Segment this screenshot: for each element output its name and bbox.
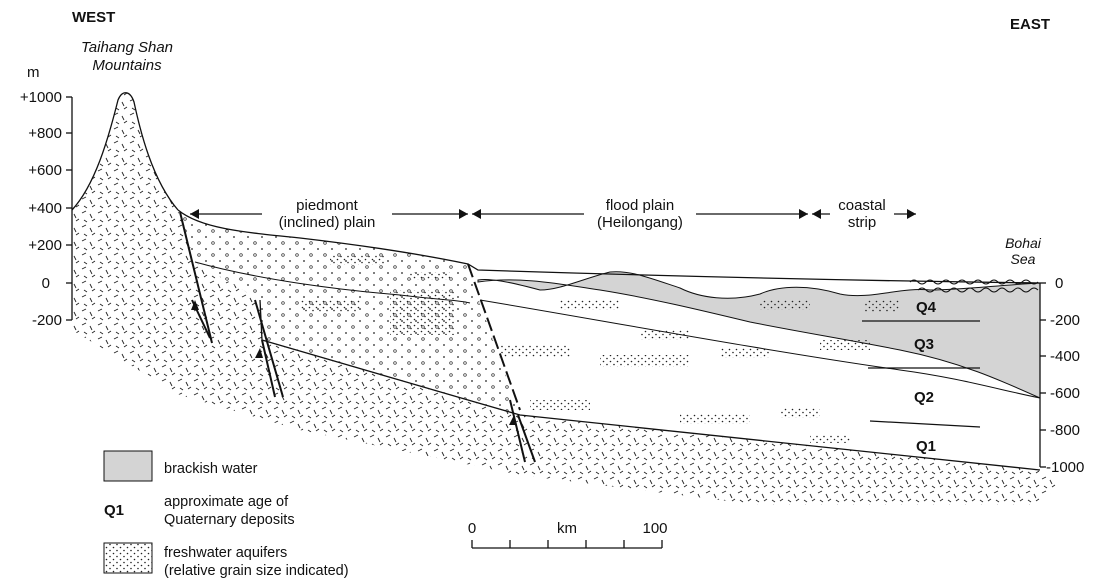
fault-line: [467, 263, 521, 411]
aquifer-lens: [410, 272, 450, 280]
aquifer-lens: [810, 435, 850, 443]
aquifer-lens: [390, 290, 455, 335]
land-surface: [177, 209, 1041, 284]
fault-line: [517, 414, 536, 463]
legend-age-line1: approximate age of: [164, 494, 289, 510]
piedmont-layer-boundary: [194, 261, 471, 304]
right-axis-tick: -200: [1050, 312, 1080, 329]
legend-fresh-line2: (relative grain size indicated): [164, 563, 349, 579]
coastal-strip-label-line2: strip: [848, 214, 876, 231]
left-axis-tick: +200: [28, 237, 62, 254]
aquifer-lens: [500, 345, 570, 357]
basin-layer-boundary: [479, 299, 1041, 399]
flood-plain-label-line1: flood plain: [606, 197, 674, 214]
right-depth-axis: 0 -200 -400 -600 -800 -1000: [1039, 275, 1084, 476]
west-label: WEST: [72, 9, 115, 26]
legend-fresh-swatch: [103, 542, 153, 574]
right-axis-tick: 0: [1055, 275, 1063, 292]
region-flood-plain: flood plain (Heilongang): [472, 196, 808, 231]
left-axis-tick: +400: [28, 200, 62, 217]
scale-unit: km: [557, 520, 577, 537]
scale-bar: 0 km 100: [468, 520, 668, 549]
aquifer-lens: [760, 300, 810, 310]
left-axis-unit: m: [27, 64, 40, 81]
right-axis-tick: -400: [1050, 348, 1080, 365]
legend-age-symbol: Q1: [104, 502, 124, 519]
sea-surface-waves: [909, 279, 1039, 285]
legend-fresh-line1: freshwater aquifers: [164, 545, 287, 561]
age-label-q1: Q1: [916, 438, 936, 455]
legend: brackish water Q1 approximate age of Qua…: [103, 450, 349, 579]
sea-surface-waves: [917, 287, 1039, 293]
fault-arrow-up: [255, 348, 263, 358]
aquifer-lens: [820, 340, 870, 350]
piedmont-label-line1: piedmont: [296, 197, 359, 214]
faults: [179, 211, 536, 463]
scale-start: 0: [468, 520, 476, 537]
left-axis-tick: +1000: [20, 89, 62, 106]
aquifer-lens: [330, 255, 385, 265]
fault-arrow-up: [509, 415, 517, 425]
basement-rock: [72, 92, 1060, 505]
aquifer-lens: [600, 355, 690, 367]
right-axis-tick: -1000: [1046, 459, 1084, 476]
aquifer-lens: [680, 414, 750, 424]
fault-arrow-up: [191, 300, 199, 310]
left-elevation-axis: m +1000 +800 +600 +400 +200 0 -200: [20, 64, 73, 329]
age-label-q4: Q4: [916, 299, 937, 316]
legend-age-line2: Quaternary deposits: [164, 512, 295, 528]
left-axis-tick: +800: [28, 125, 62, 142]
scale-end: 100: [642, 520, 667, 537]
right-axis-tick: -800: [1050, 422, 1080, 439]
coastal-strip-label-line1: coastal: [838, 197, 886, 214]
age-label-q2: Q2: [914, 389, 934, 406]
left-axis-tick: 0: [42, 275, 50, 292]
region-piedmont: piedmont (inclined) plain: [190, 196, 468, 231]
mountain-outline: [71, 92, 179, 211]
aquifer-lens: [300, 300, 360, 312]
piedmont-label-line2: (inclined) plain: [279, 214, 376, 231]
aquifer-lens: [560, 300, 620, 310]
legend-brackish-label: brackish water: [164, 461, 258, 477]
aquifer-lens: [865, 300, 900, 312]
aquifer-lens: [780, 408, 820, 418]
flood-plain-label-line2: (Heilongang): [597, 214, 683, 231]
basement-top: [259, 299, 1041, 471]
mountains-label-line2: Mountains: [92, 57, 162, 74]
sea-label-line1: Bohai: [1005, 235, 1042, 251]
east-label: EAST: [1010, 16, 1050, 33]
piedmont-sediments: [178, 210, 520, 415]
age-division-line: [869, 420, 981, 428]
right-axis-tick: -600: [1050, 385, 1080, 402]
age-label-q3: Q3: [914, 336, 934, 353]
freshwater-aquifer-lenses: [300, 255, 900, 443]
aquifer-lens: [530, 400, 590, 410]
left-axis-tick: +600: [28, 162, 62, 179]
left-axis-tick: -200: [32, 312, 62, 329]
fault-line: [254, 299, 284, 398]
aquifer-lens: [720, 348, 770, 358]
legend-brackish-swatch: [103, 450, 153, 482]
sea-label-line2: Sea: [1011, 251, 1036, 267]
fault-line: [509, 399, 526, 463]
fault-line: [261, 339, 276, 398]
mountains-label-line1: Taihang Shan: [81, 39, 173, 56]
aquifer-lens: [640, 330, 690, 340]
region-coastal-strip: coastal strip: [812, 196, 916, 231]
fault-line: [179, 211, 213, 344]
